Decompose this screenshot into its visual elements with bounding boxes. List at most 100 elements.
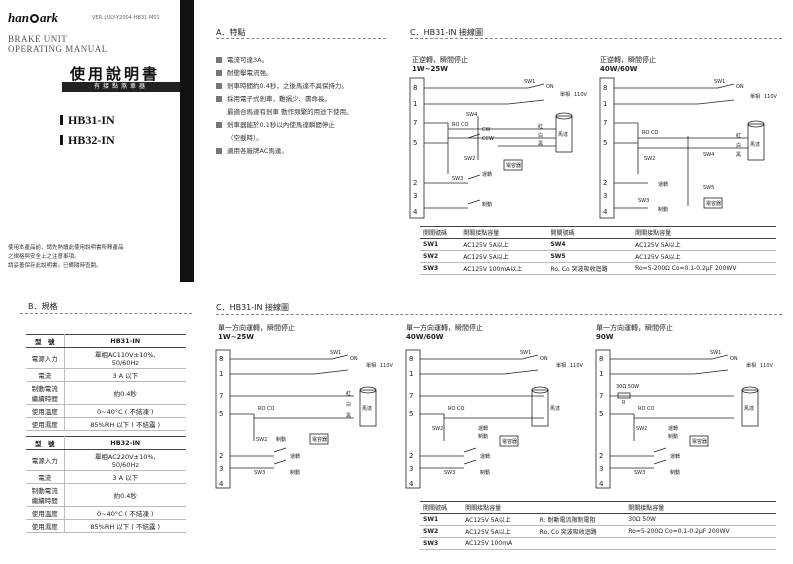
sw2-label: SW2	[256, 437, 267, 443]
run-label: 運轉	[658, 181, 668, 188]
terminal-1-label: 1	[413, 100, 417, 108]
single-phase-label: 單相	[560, 91, 570, 98]
bullet-square-icon	[216, 56, 222, 63]
switch-cell: R: 耐動電流限制電阻	[536, 513, 626, 526]
sw1-label: SW1	[520, 350, 531, 356]
single-phase-label: 單相	[556, 362, 566, 369]
brake-label: 制動	[480, 469, 490, 476]
version-text: VER.:JULY-Y2004-HB31-M01	[92, 15, 160, 21]
terminal-2-label: 2	[219, 452, 223, 460]
terminal-8-label: 8	[219, 355, 223, 363]
capacitor-label: 電容器	[706, 200, 721, 207]
run-label: 運轉	[478, 425, 488, 432]
motor-label: 馬達	[550, 405, 560, 412]
switch-header-cell: 開關號碼	[547, 226, 633, 239]
switch-header-cell: 開關接點容量	[460, 226, 548, 239]
spec-label-cell: 電源入力	[26, 347, 65, 369]
features-list: 電流可達3A。 耐衝擊電流強。 剎車時間約0.4秒，之後馬達不具保持力。 採用電…	[216, 54, 396, 158]
terminal-8-label: 8	[599, 355, 603, 363]
brake-label: 制動	[482, 201, 492, 208]
spec-value-cell: HB32-IN	[64, 436, 186, 450]
spec-label-cell: 使用溫度	[26, 506, 65, 520]
white-wire-label: 白	[736, 142, 741, 149]
bullet-square-icon	[216, 147, 222, 154]
sw3-label: SW3	[254, 470, 265, 476]
wiring-diagram-bottom3: 8 1 7 5 2 3 4 SW1 ON 單相 110V 30Ω 50W R R…	[595, 349, 774, 489]
on-label: ON	[736, 84, 744, 90]
terminal-7-label: 7	[409, 392, 413, 400]
spec-label-cell: 電流	[26, 470, 65, 484]
run-label: 運轉	[480, 453, 490, 460]
sw1-label: SW1	[524, 79, 535, 85]
sw2-label: SW2	[432, 426, 443, 432]
spec-label-cell: 制動電流 繼續時間	[26, 381, 65, 405]
bullet-square-icon	[216, 121, 222, 128]
switch-cell: SW5	[547, 250, 633, 263]
sw3-label: SW3	[634, 470, 645, 476]
resistor-label: R	[622, 400, 626, 406]
black-wire-label: 黑	[346, 413, 351, 419]
switch-cell	[536, 537, 626, 550]
switch-cell: AC125V 100mA	[462, 537, 537, 550]
voltage-label: 110V	[760, 363, 774, 369]
voltage-label: 110V	[764, 94, 778, 100]
switch-cell: AC125V 5A以上	[460, 250, 548, 263]
capacitor-label: 電容器	[312, 436, 327, 443]
wiring-top-divider	[410, 38, 782, 39]
switch-cell	[625, 537, 776, 550]
red-wire-label: 紅	[538, 123, 543, 130]
spec-value-cell: HB31-IN	[64, 334, 186, 348]
ccw-label: CCW	[482, 136, 494, 142]
terminal-4-label: 4	[603, 208, 608, 216]
on-label: ON	[730, 356, 738, 362]
spec-value-cell: 約0.4秒	[64, 483, 186, 507]
terminal-3-label: 3	[219, 465, 223, 473]
capacitor-label: 電容器	[506, 162, 521, 169]
terminal-4-label: 4	[219, 480, 224, 488]
feature-item: 最適合馬達有剎車 動作頻繁的用途下使用。	[227, 108, 353, 116]
sw5-label: SW5	[703, 185, 714, 191]
spec-row: 制動電流 繼續時間約0.4秒	[26, 483, 186, 507]
spec-value-cell: 0~40°C ( 不結凍 )	[64, 506, 186, 520]
brake-label: 制動	[276, 436, 286, 443]
sw2-label: SW2	[464, 156, 475, 162]
terminal-5-label: 5	[603, 139, 607, 147]
terminal-5-label: 5	[219, 410, 223, 418]
features-divider	[216, 38, 386, 39]
switch-cell: SW3	[420, 262, 461, 275]
spec-label-cell: 電源入力	[26, 449, 65, 471]
bullet-square-icon	[216, 95, 222, 102]
feature-item: 剎車器能於0.1秒以內使馬達瞬間停止	[216, 119, 396, 132]
switch-header-cell: 開關接點容量	[462, 501, 537, 514]
switch-cell: AC125V 5A以上	[462, 513, 537, 526]
switch-cell: AC125V 5A以上	[462, 525, 537, 538]
features-heading: A．特點	[216, 28, 246, 37]
model-hb32: HB32-IN	[60, 133, 115, 148]
spec-divider	[20, 313, 192, 314]
sw4-label: SW4	[703, 152, 714, 158]
terminal-4-label: 4	[409, 480, 414, 488]
spec-value-cell: 85%RH 以下 ( 不結露 )	[64, 519, 186, 533]
red-wire-label: 紅	[346, 390, 351, 397]
switch-cell: Ro, Co 突波吸收迴路	[536, 525, 626, 538]
switch-cell: SW1	[420, 513, 463, 526]
on-label: ON	[546, 84, 554, 90]
white-wire-label: 白	[346, 401, 351, 408]
feature-item: 適用各廠牌AC馬達。	[216, 145, 396, 158]
switch-header-cell: 開關接點容量	[625, 501, 776, 514]
sw2-label: SW2	[644, 156, 655, 162]
brake-label: 制動	[478, 433, 488, 440]
switch-cell: SW2	[420, 250, 461, 263]
spec-value-cell: 約0.4秒	[64, 381, 186, 405]
motor-label: 馬達	[744, 405, 754, 412]
spec-row: 電源入力單相AC110V±10%, 50/60Hz	[26, 347, 186, 369]
cw-label: CW	[482, 127, 490, 133]
terminal-2-label: 2	[603, 179, 607, 187]
